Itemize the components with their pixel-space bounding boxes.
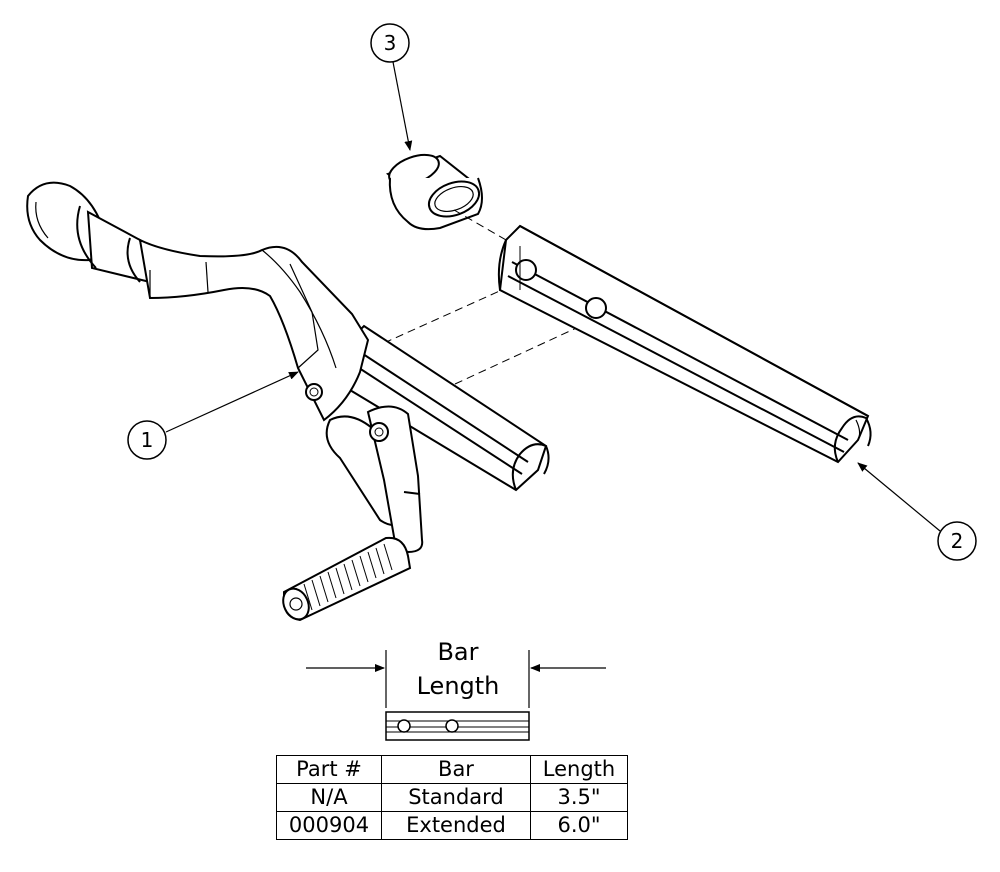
header-part-number: Part #: [276, 755, 382, 784]
bar-length-dimension: [306, 650, 606, 708]
callout-2: 2: [857, 462, 977, 561]
cell-length: 6.0": [530, 811, 628, 840]
brake-lever-assembly: [26, 181, 550, 622]
bar-part: [497, 224, 872, 464]
bar-side-view: [385, 711, 530, 741]
callout-2-number: 2: [951, 529, 964, 553]
cell-bar: Standard: [381, 783, 531, 812]
cell-length: 3.5": [530, 783, 628, 812]
callout-1: 1: [127, 371, 299, 460]
cell-bar: Extended: [381, 811, 531, 840]
table-row: N/A Standard 3.5": [276, 783, 628, 812]
parts-table: Part # Bar Length N/A Standard 3.5" 0009…: [276, 755, 628, 840]
cell-part-number: N/A: [276, 783, 382, 812]
dimension-label-line1: Bar: [437, 638, 478, 666]
callout-3-number: 3: [384, 31, 397, 55]
callout-3: 3: [370, 23, 413, 151]
table-row: 000904 Extended 6.0": [276, 811, 628, 840]
table-header-row: Part # Bar Length: [276, 755, 628, 784]
projection-lines: [383, 209, 599, 385]
dimension-label-line2: Length: [417, 672, 500, 700]
header-bar: Bar: [381, 755, 531, 784]
cell-part-number: 000904: [276, 811, 382, 840]
bushing-sleeve: [385, 153, 483, 231]
header-length: Length: [530, 755, 628, 784]
callout-1-number: 1: [141, 428, 154, 452]
